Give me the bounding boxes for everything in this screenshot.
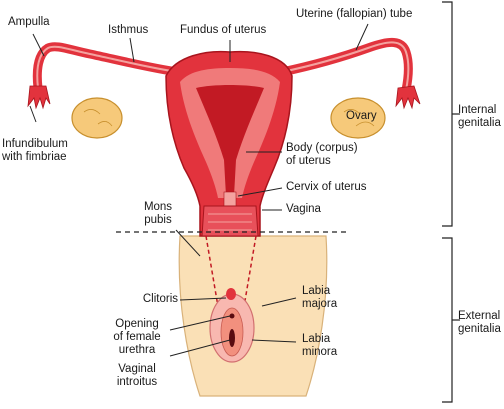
label-fundus: Fundus of uterus (180, 24, 267, 36)
right-ovary (330, 97, 386, 139)
leader-lines (29, 23, 369, 357)
right-fimbriae (395, 85, 421, 110)
label-external-genitalia: External genitalia (458, 310, 501, 335)
left-ovary (71, 97, 123, 139)
label-labia-majora: Labia majora (302, 285, 338, 310)
left-uterine-tube-lumen (36, 45, 179, 89)
label-isthmus: Isthmus (108, 24, 149, 36)
right-uterine-tube (277, 38, 413, 95)
label-vaginal-introitus: Vaginal introitus (116, 363, 158, 388)
right-uterine-tube-lumen (281, 41, 410, 91)
label-ovary: Ovary (346, 110, 377, 122)
left-fimbriae (27, 85, 51, 110)
label-body-of-uterus: Body (corpus) of uterus (286, 142, 358, 167)
urethral-opening (229, 313, 235, 319)
label-cervix: Cervix of uterus (286, 181, 367, 193)
internal-bracket (442, 1, 453, 227)
label-internal-genitalia: Internal genitalia (458, 104, 501, 129)
label-clitoris: Clitoris (142, 293, 178, 305)
external-bracket (442, 237, 453, 403)
label-ampulla: Ampulla (8, 16, 50, 28)
label-labia-minora: Labia minora (302, 333, 338, 358)
vaginal-opening (229, 329, 235, 347)
label-infundibulum: Infundibulum with fimbriae (2, 138, 68, 163)
left-uterine-tube (32, 42, 183, 93)
label-uterine-tube: Uterine (fallopian) tube (296, 8, 413, 20)
clitoris (226, 288, 236, 300)
label-vagina: Vagina (286, 203, 321, 215)
label-urethra-opening: Opening of female urethra (113, 318, 161, 356)
label-mons-pubis: Mons pubis (143, 201, 173, 226)
uterine-cavity (196, 85, 264, 196)
